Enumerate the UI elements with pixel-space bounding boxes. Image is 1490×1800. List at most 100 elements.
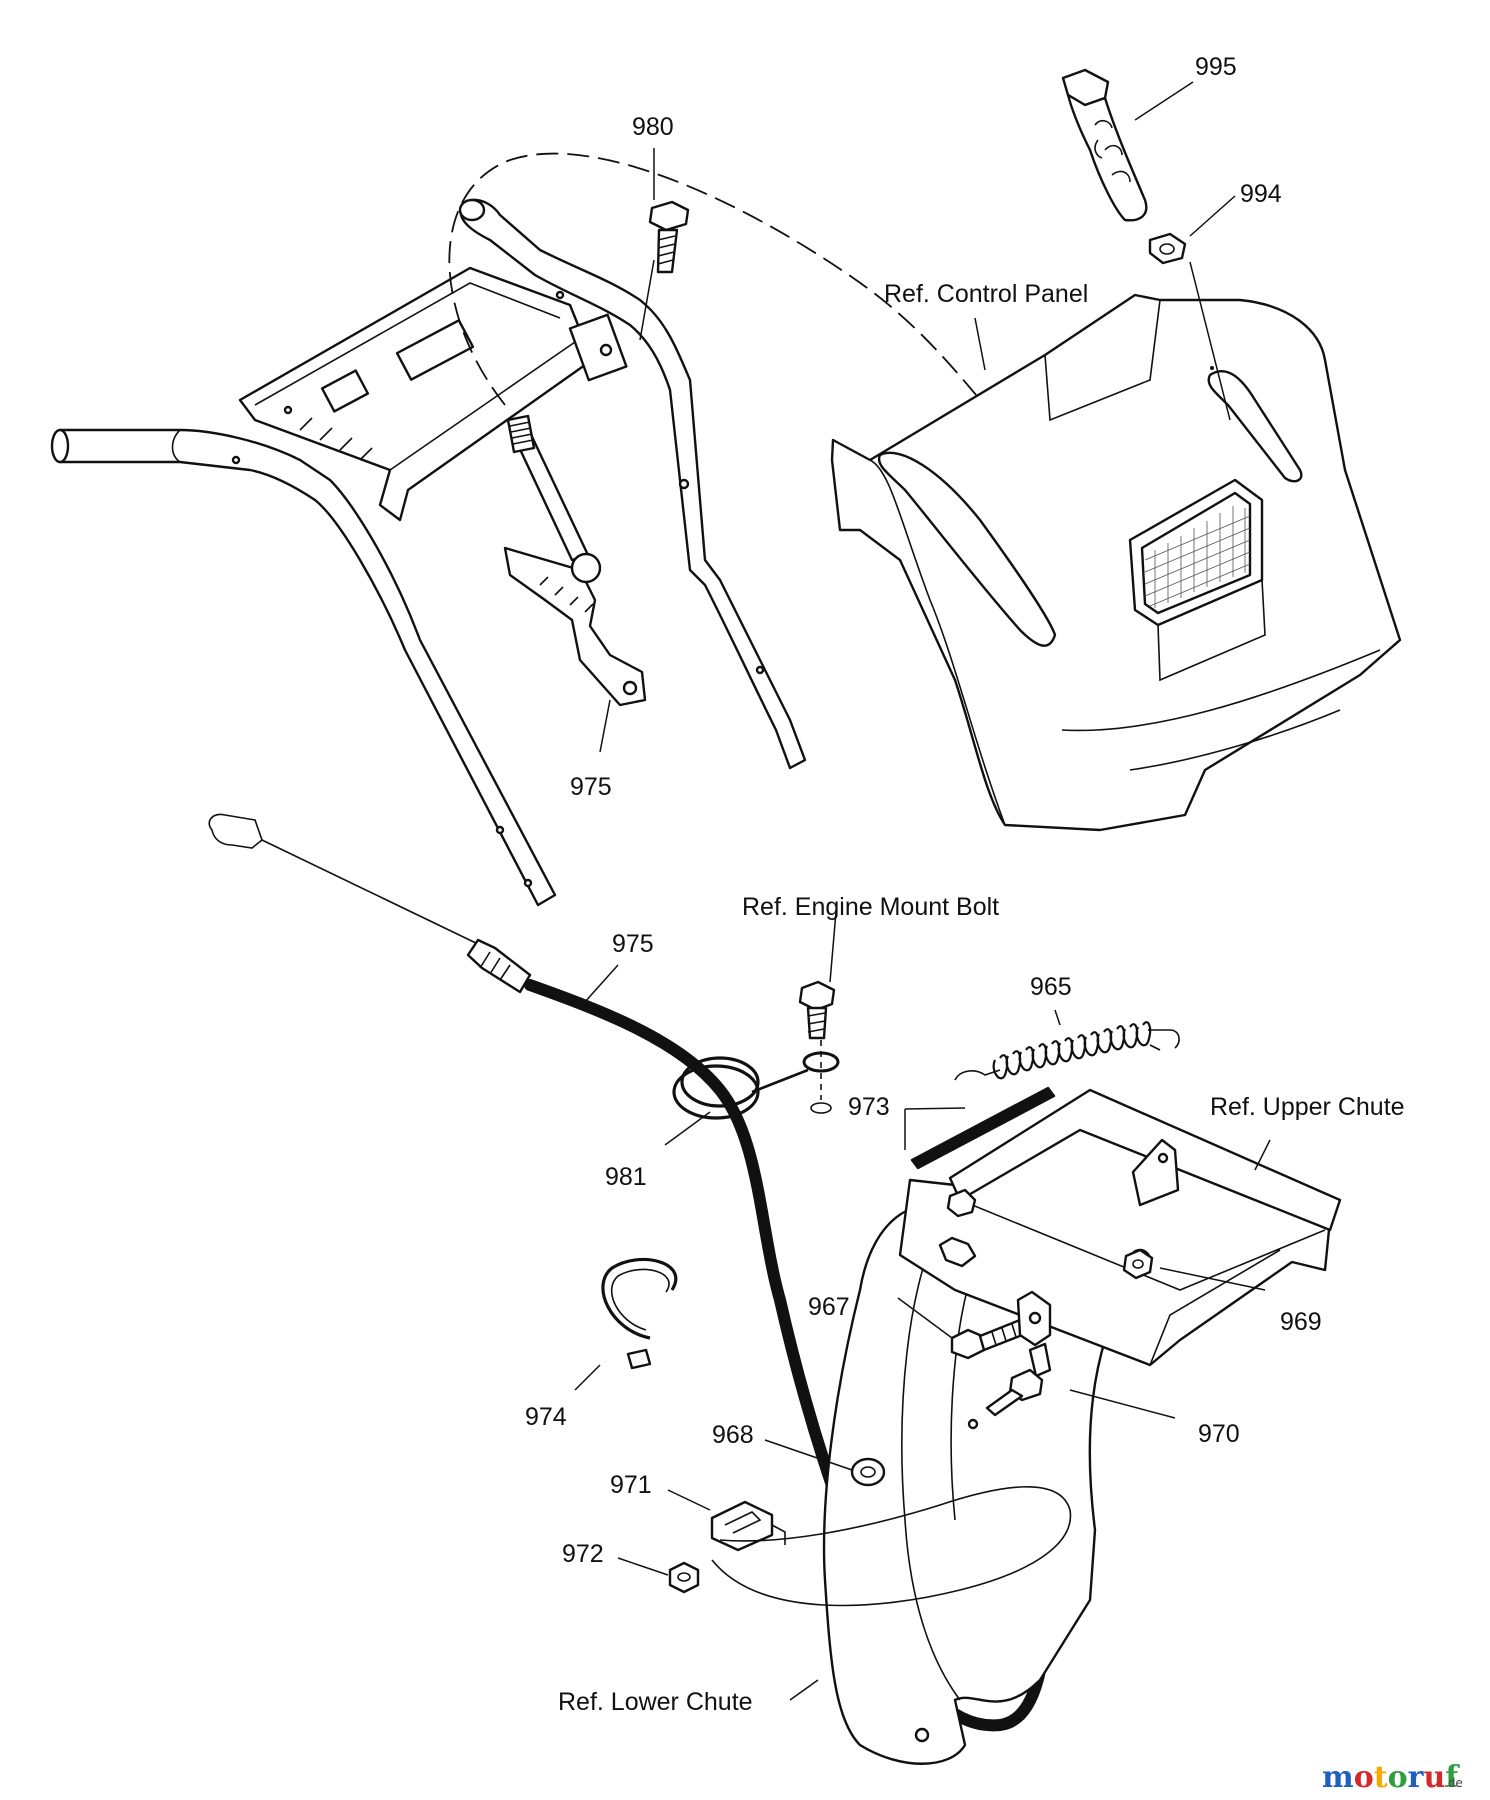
grille-mesh [1144,506,1251,608]
leader-994 [1189,195,1236,237]
washer-968-inner [860,1466,876,1478]
shift-lever-assembly [503,414,647,707]
plate-cutout [395,319,475,381]
panel-front-curve [869,459,1006,826]
nut-969 [1122,1248,1154,1280]
nut-972-bore [677,1572,691,1582]
grip-edge [171,429,181,463]
spring-coils [992,1021,1152,1080]
clamp-971-slot [724,1511,762,1534]
bolt-980-shank [656,228,679,274]
bracket-pivot [570,552,602,584]
callout-968: 968 [712,1421,754,1449]
bolt-980-thread [657,235,676,265]
grille-housing [1157,579,1266,682]
spring-hook-right [1148,1029,1180,1049]
leader-974 [574,1364,601,1391]
nut-972 [668,1561,700,1594]
callout-994: 994 [1240,180,1282,208]
nut-969-bore [1132,1259,1144,1269]
leader-973 [904,1107,966,1150]
cable-jacket [524,979,1054,1732]
handle-hole [678,478,690,490]
callout-974: 974 [525,1403,567,1431]
spring-tab-hole [1157,1152,1169,1164]
ferrule-ribs [479,951,511,981]
cable-clamp-screw [985,1368,1044,1417]
engine-mount-bolt-part [798,980,840,1114]
panel-top-edge [1044,299,1161,422]
cable-tie-981 [672,1056,809,1120]
nut-969-body [1122,1248,1154,1280]
handle-hole [523,878,533,888]
leader-965 [1054,1009,1061,1026]
clamp-971 [710,1500,786,1552]
upper-chute-fold [959,1199,1326,1291]
watermark-letter: f [1445,1760,1460,1795]
leader-lines [574,81,1271,1701]
handle-hole [755,665,765,675]
plate-hole [555,290,565,300]
nut-994 [1148,232,1187,265]
upper-chute-lip [1149,1249,1281,1366]
watermark-letter: u [1423,1760,1445,1795]
watermark-letter: r [1408,1760,1425,1795]
leader-upper-chute [1254,1139,1271,1171]
bolt-980 [648,200,690,274]
callout-970: 970 [1198,1420,1240,1448]
cable-inner-wire [261,839,481,946]
handle-hole [495,825,505,835]
lower-chute-hole [967,1418,979,1430]
leader-968 [764,1439,853,1471]
callout-965: 965 [1030,973,1072,1001]
clamp-screw-shank [985,1388,1024,1417]
tie-tail [751,1068,809,1094]
shift-bracket [503,546,647,707]
watermark-letter: m [1322,1760,1354,1795]
cable-z-fitting [208,813,263,849]
chute-wing-nut [938,1236,977,1268]
right-grip-end [458,198,486,222]
ref-control-panel-label: Ref. Control Panel [884,280,1088,308]
bracket-hole [622,680,638,696]
clevis-lower [1028,1342,1052,1378]
clevis-hole [1028,1311,1042,1325]
spring-hook-left [954,1069,1001,1081]
knob-995 [1061,68,1148,222]
nut-972-body [668,1561,700,1594]
leader-control-panel [974,317,986,371]
control-panel-part [830,293,1402,832]
leader-994-long [1189,261,1231,421]
bolt-980-head [648,200,690,232]
leader-969 [1159,1267,1266,1291]
ring-lug [626,1348,652,1370]
callout-980: 980 [632,113,674,141]
callout-969: 969 [1280,1308,1322,1336]
callout-967: 967 [808,1293,850,1321]
nut-994-body [1148,232,1187,265]
leader-975-top [599,699,611,753]
knob-grip-ribs [1094,119,1131,183]
leader-lower-chute [789,1679,819,1701]
retaining-ring-974 [601,1257,678,1370]
mount-tab-hole [599,343,613,357]
washer-968 [850,1457,886,1487]
callout-971: 971 [610,1471,652,1499]
panel-slot-right [1207,370,1303,483]
panel-lower-line [1061,649,1381,732]
leader-981 [664,1111,711,1146]
callout-981: 981 [605,1163,647,1191]
watermark-suffix: .de [1444,1776,1463,1790]
spring-coils [509,421,534,445]
lower-chute-inner-edge [901,1234,961,1701]
tie-loop [680,1056,760,1108]
ref-engine-mount-bolt-label: Ref. Engine Mount Bolt [742,893,999,921]
plate-notches [299,417,373,461]
engine-bolt-lockwasher [810,1102,832,1114]
watermark-letter: o [1388,1760,1408,1795]
ring-inner [610,1268,670,1331]
watermark-letter: t [1374,1760,1388,1795]
cross-bracket-plate [238,266,594,522]
